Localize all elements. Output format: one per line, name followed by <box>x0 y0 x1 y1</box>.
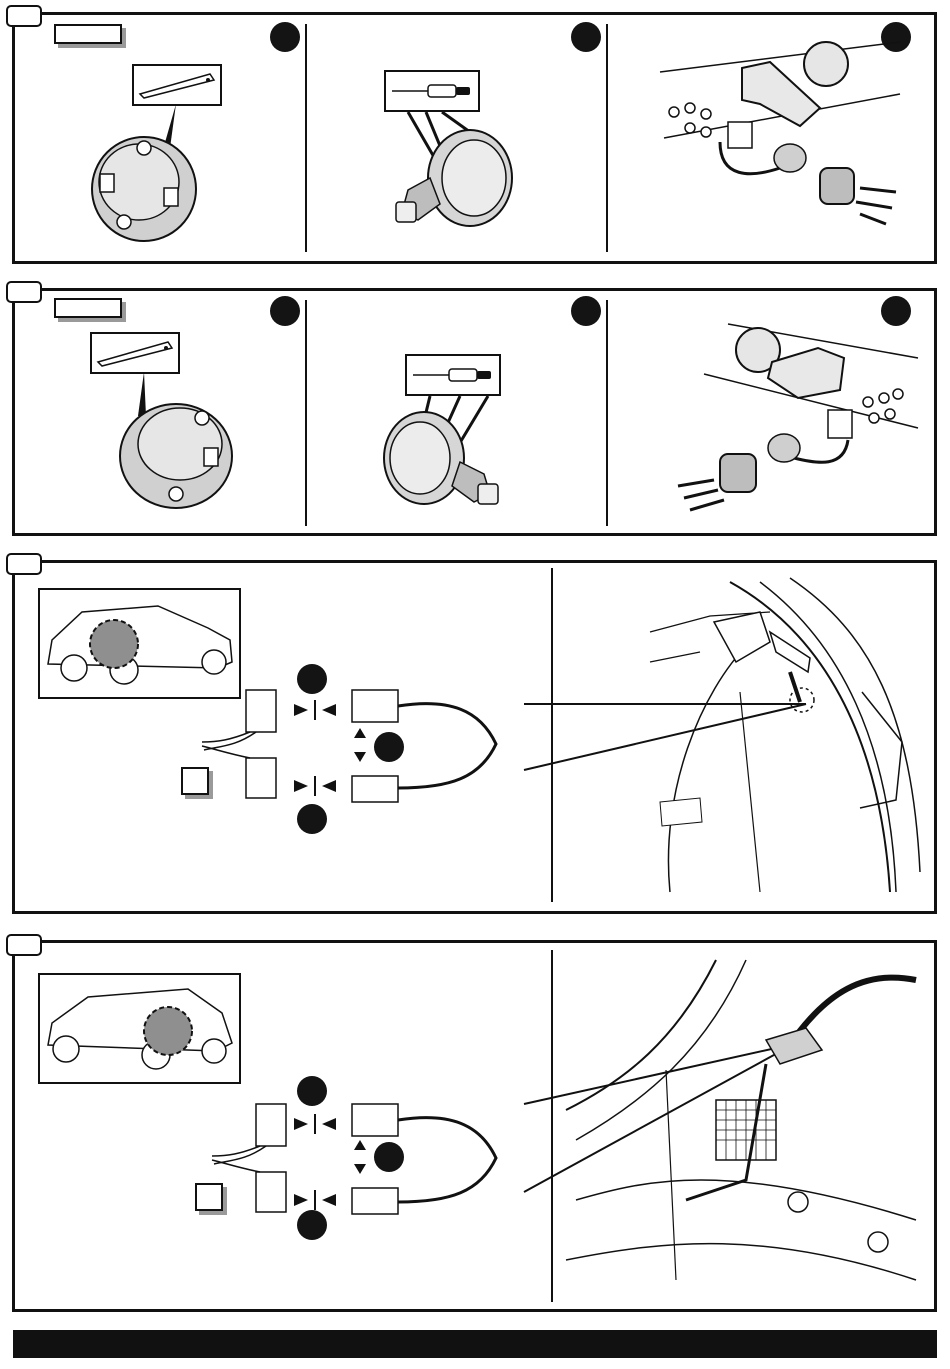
label-box-1 <box>54 24 122 44</box>
marker-badge-3c <box>297 804 327 834</box>
tow-ball-icon <box>650 38 910 234</box>
column-divider <box>606 300 608 526</box>
marker-badge-2a <box>270 296 300 326</box>
step-tab-3 <box>6 553 42 575</box>
tow-ball-icon <box>668 318 918 514</box>
wedge-tool-icon <box>132 64 222 106</box>
column-divider <box>305 300 307 526</box>
socket-icon <box>110 372 240 518</box>
connector-icon <box>200 684 530 808</box>
underfloor-illustration <box>566 960 918 1298</box>
step-tab-2 <box>6 281 42 303</box>
step-tab-4 <box>6 934 42 956</box>
marker-badge-1a <box>270 22 300 52</box>
trunk-interior-illustration <box>640 572 932 900</box>
column-divider <box>606 24 608 252</box>
screwdriver-icon <box>384 70 480 112</box>
marker-badge-1b <box>571 22 601 52</box>
label-box-2 <box>54 298 122 318</box>
screwdriver-icon <box>405 354 501 396</box>
socket-icon <box>380 392 510 514</box>
connector-icon <box>210 1098 520 1222</box>
socket-icon <box>84 104 204 250</box>
wedge-tool-icon <box>90 332 180 374</box>
column-divider <box>305 24 307 252</box>
marker-badge-2b <box>571 296 601 326</box>
car-silhouette-icon <box>38 973 241 1084</box>
step-tab-1 <box>6 5 42 27</box>
socket-icon <box>388 108 518 232</box>
footer-bar <box>13 1330 937 1358</box>
car-silhouette-icon <box>38 588 241 699</box>
